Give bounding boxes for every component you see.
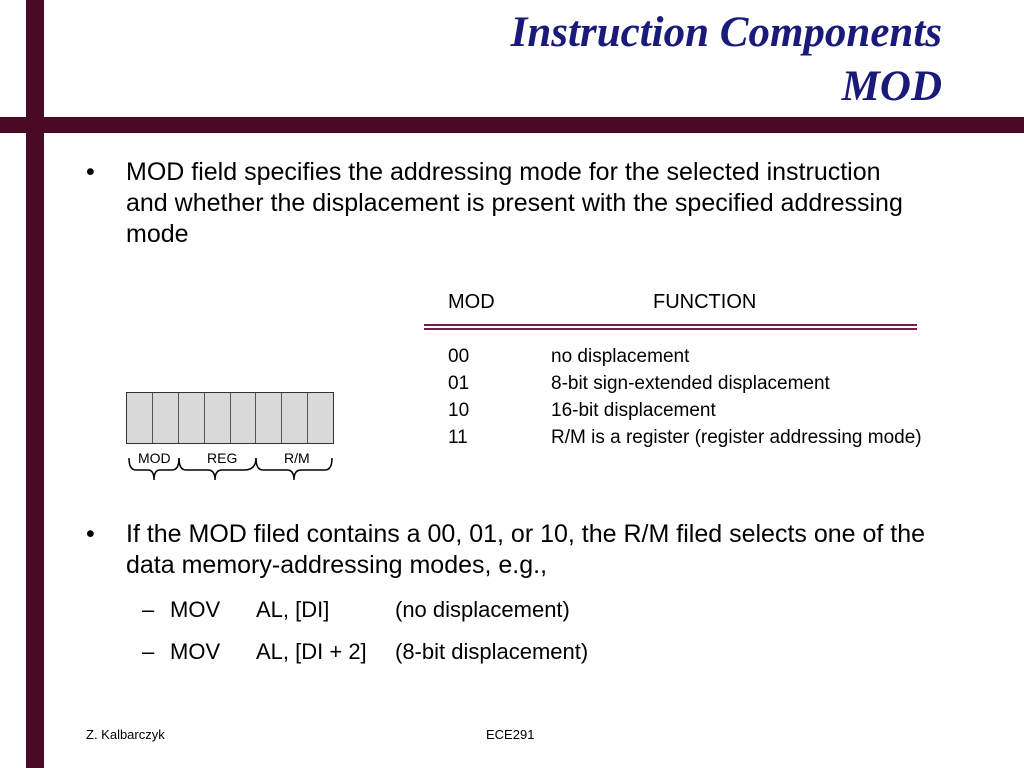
example-opcode: MOV <box>170 597 221 622</box>
mod-function: no displacement <box>551 346 690 367</box>
footer-author: Z. Kalbarczyk <box>86 727 165 742</box>
bullet-rm-selection: • If the MOD filed contains a 00, 01, or… <box>86 519 926 581</box>
left-frame-bar <box>26 0 44 768</box>
mod-code: 00 <box>448 346 470 367</box>
table-rule-top <box>424 324 917 326</box>
example-note: (8-bit displacement) <box>395 639 589 664</box>
example-note: (no displacement) <box>395 597 570 622</box>
brace-mod <box>128 457 180 481</box>
bullet-text: MOD field specifies the addressing mode … <box>126 158 903 248</box>
bit-cell <box>152 393 179 443</box>
bit-cell <box>204 393 231 443</box>
mod-function: 16-bit displacement <box>551 400 716 421</box>
bit-cell <box>256 393 283 443</box>
bit-cell <box>308 393 333 443</box>
bit-cell <box>230 393 257 443</box>
mod-function: R/M is a register (register addressing m… <box>551 427 922 448</box>
label-rm-field: R/M <box>284 450 310 466</box>
bit-cell <box>282 393 309 443</box>
title-divider-bar <box>0 117 1024 133</box>
title-line-1: Instruction Components <box>510 9 942 56</box>
example-opcode: MOV <box>170 639 221 664</box>
dash-marker: – <box>142 639 155 664</box>
bit-cell <box>127 393 153 443</box>
label-mod-field: MOD <box>138 450 171 466</box>
brace-reg <box>178 457 257 481</box>
table-rule-bottom <box>424 328 917 330</box>
slide-title: Instruction Components MOD <box>511 6 942 114</box>
field-braces <box>128 457 333 481</box>
table-header-mod: MOD <box>448 291 495 313</box>
bit-cell <box>178 393 205 443</box>
modrm-byte-diagram <box>126 392 334 444</box>
mod-code: 10 <box>448 400 470 421</box>
bullet-mod-description: • MOD field specifies the addressing mod… <box>86 157 906 250</box>
mod-code: 01 <box>448 373 470 394</box>
title-line-2: MOD <box>841 63 942 110</box>
bullet-marker: • <box>86 158 95 186</box>
bullet-marker: • <box>86 520 95 548</box>
bullet-text: If the MOD filed contains a 00, 01, or 1… <box>126 520 926 579</box>
example-operands: AL, [DI] <box>256 597 330 622</box>
table-header-function: FUNCTION <box>653 291 757 313</box>
brace-rm <box>255 457 333 481</box>
mod-code: 11 <box>448 427 468 448</box>
example-operands: AL, [DI + 2] <box>256 639 367 664</box>
label-reg-field: REG <box>207 450 238 466</box>
dash-marker: – <box>142 597 155 622</box>
mod-function: 8-bit sign-extended displacement <box>551 373 830 394</box>
footer-course: ECE291 <box>486 727 535 742</box>
